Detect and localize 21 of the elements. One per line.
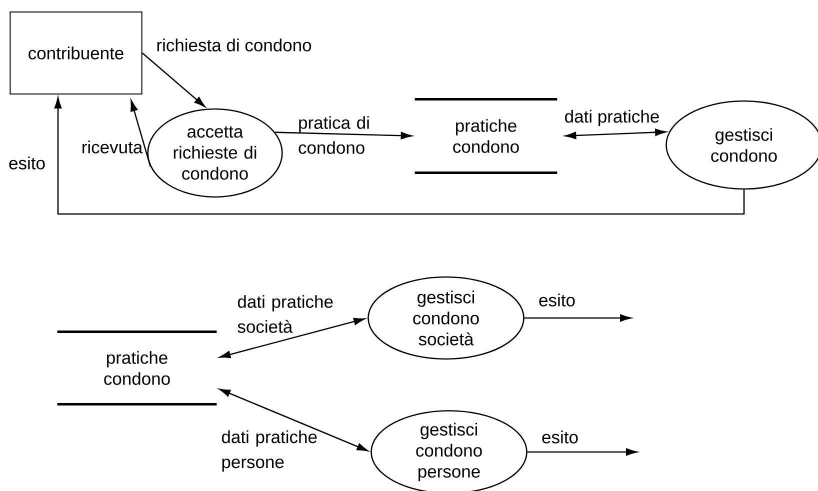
arrow <box>54 97 745 215</box>
data-store: pratiche condono <box>57 330 217 406</box>
edge-label: esito <box>539 294 575 306</box>
arrow <box>219 388 368 452</box>
edge-label: esito <box>542 430 578 444</box>
arrow <box>219 318 365 358</box>
arrow <box>524 314 632 322</box>
arrow <box>527 448 638 456</box>
arrow <box>565 128 666 140</box>
arrow <box>130 100 152 167</box>
edge-label: richiesta di condono <box>157 38 312 52</box>
edge-label: pratica di condono <box>298 116 369 154</box>
arrow <box>275 132 412 140</box>
edge-label: dati pratiche persone <box>222 430 317 472</box>
edge-label: dati pratiche società <box>238 295 333 333</box>
data-store: pratiche condono <box>414 98 558 174</box>
edge-label: dati pratiche <box>565 110 659 126</box>
edge-label: esito <box>9 156 45 170</box>
external-entity-box: contribuente <box>10 12 142 94</box>
arrow <box>142 52 206 108</box>
edge-label: ricevuta <box>82 140 143 154</box>
